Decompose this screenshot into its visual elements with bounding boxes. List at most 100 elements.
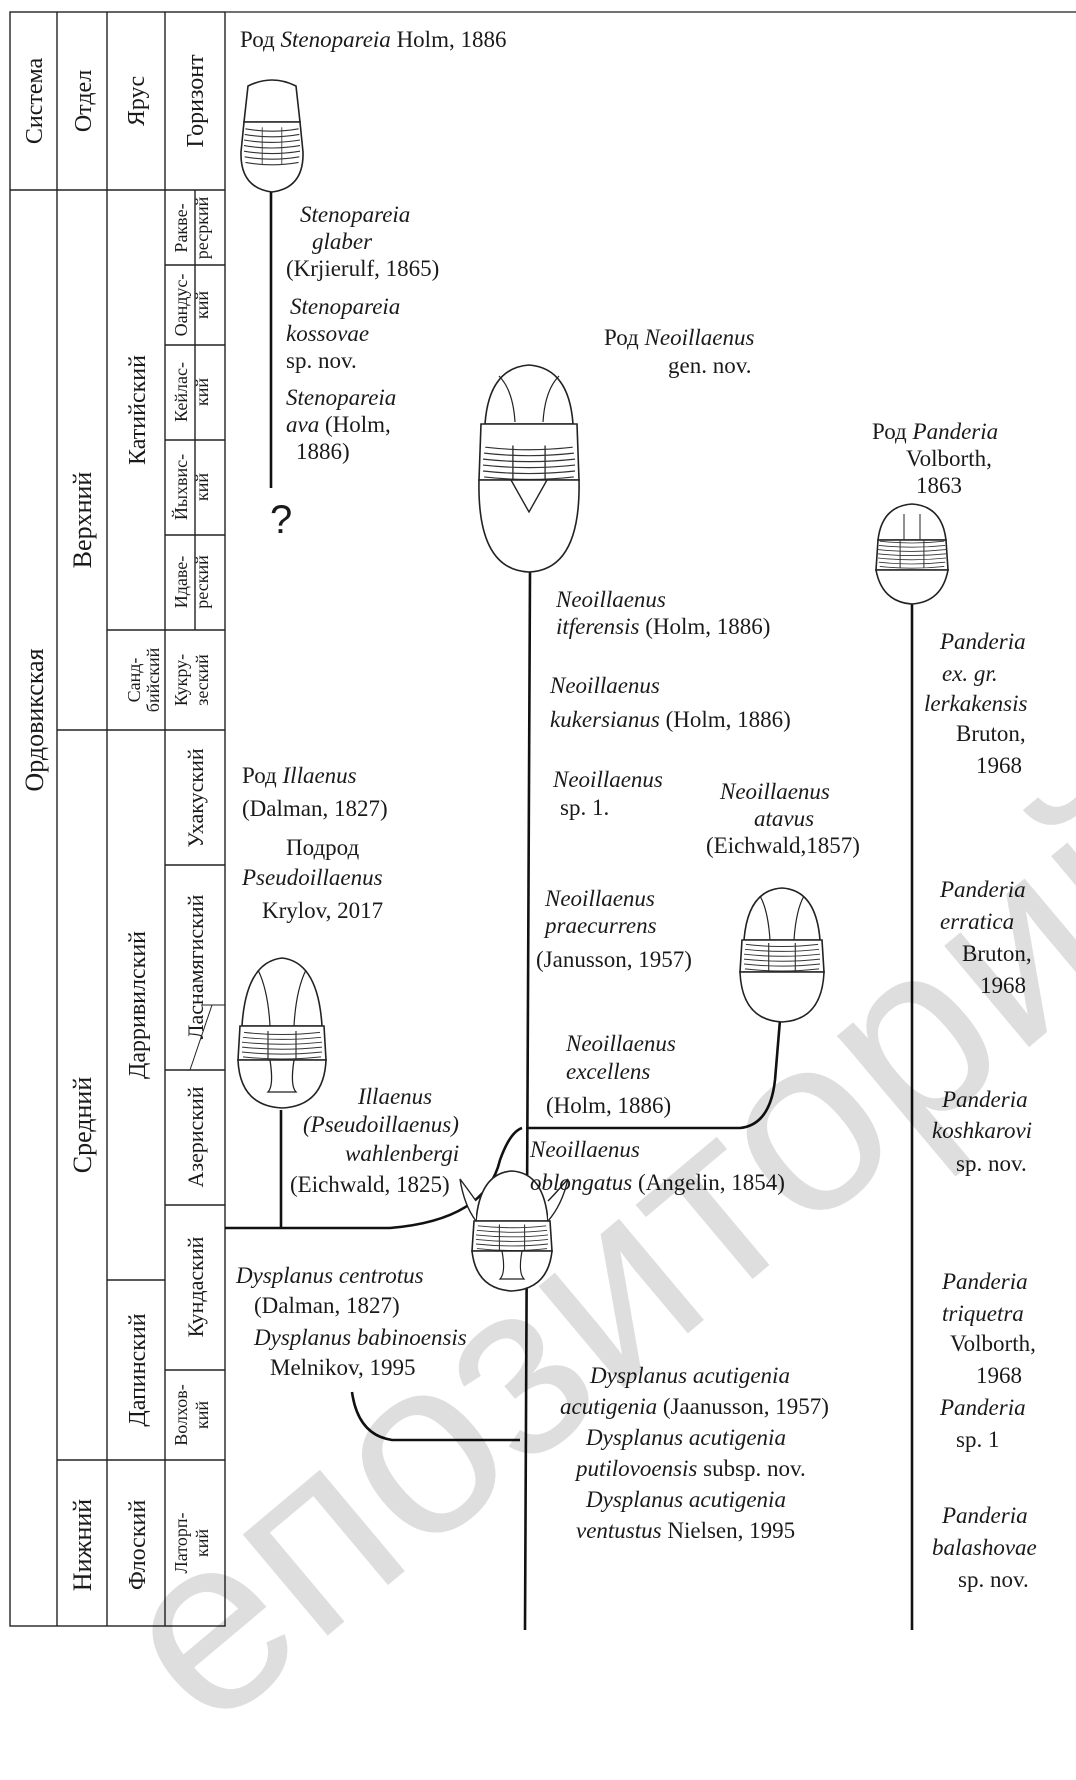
species-n-atavus-l2: atavus xyxy=(754,806,815,831)
species-p-koshkarovi-l2: koshkarovi xyxy=(932,1118,1033,1143)
species-s-kossovae-l1: Stenopareia xyxy=(290,294,401,319)
system-ordovician: Ордовикская xyxy=(20,648,49,791)
subgenus-pseudoillaenus-prefix: Подрод xyxy=(286,835,360,860)
phylogeny-branches xyxy=(225,182,914,1631)
species-n-oblongatus-l1: Neoillaenus xyxy=(530,1137,640,1162)
species-p-erratica-l2: erratica xyxy=(940,909,1015,934)
neoillaenus-atavus-trilobite-icon xyxy=(739,887,825,1023)
horizon-rakvere: Ракве-ресркий xyxy=(171,196,212,259)
illaenus-trilobite-icon xyxy=(237,957,327,1109)
species-d-putilovoensis-l2: putilovoensis subsp. nov. xyxy=(576,1456,806,1481)
genus-illaenus-author: (Dalman, 1827) xyxy=(242,796,388,821)
department-lower: Нижний xyxy=(68,1499,97,1591)
stage-katian: Катийский xyxy=(125,355,151,465)
species-n-itferensis-l2: itferensis (Holm, 1886) xyxy=(556,614,771,639)
subgenus-pseudoillaenus-author: Krylov, 2017 xyxy=(262,898,384,923)
stenopareia-trilobite-icon xyxy=(240,79,304,193)
species-d-ventustus-l2: ventustus Nielsen, 1995 xyxy=(576,1518,796,1543)
species-s-kossovae-l3: sp. nov. xyxy=(286,348,357,373)
species-d-babinoensis-l1: Dysplanus babinoensis xyxy=(254,1325,467,1350)
species-n-excellens-l2: excellens xyxy=(566,1059,651,1084)
species-p-lerkakensis-l1: Panderia xyxy=(940,629,1026,654)
species-n-excellens-l3: (Holm, 1886) xyxy=(546,1093,672,1118)
species-d-putilovoensis-l1: Dysplanus acutigenia xyxy=(586,1425,786,1450)
genus-stenopareia-title: Род Stenopareia Holm, 1886 xyxy=(240,27,507,52)
stage-floian: Флоский xyxy=(125,1500,151,1590)
species-n-praecurrens-l2: praecurrens xyxy=(545,913,657,938)
species-p-triquetra-l4: 1968 xyxy=(976,1363,1022,1388)
species-d-ventustus-l1: Dysplanus acutigenia xyxy=(586,1487,786,1512)
species-n-praecurrens-l3: (Janusson, 1957) xyxy=(536,947,692,972)
horizon-latorp: Латорп-кий xyxy=(171,1513,212,1574)
species-s-glaber-l3: (Krjierulf, 1865) xyxy=(286,256,440,281)
species-d-acutigenia-l2: acutigenia (Jaanusson, 1957) xyxy=(560,1394,829,1419)
species-i-wahlenbergi-l3: wahlenbergi xyxy=(345,1141,460,1166)
genus-panderia-author2: 1863 xyxy=(916,473,962,498)
species-s-ava-l2: ava (Holm, xyxy=(286,412,391,437)
dysplanus-trilobite-icon xyxy=(459,1170,569,1292)
species-n-kukersianus-l1: Neoillaenus xyxy=(550,673,660,698)
species-n-atavus-l3: (Eichwald,1857) xyxy=(706,833,860,858)
header-system: Система xyxy=(22,57,48,144)
species-n-sp1-l1: Neoillaenus xyxy=(553,767,663,792)
species-p-erratica-l1: Panderia xyxy=(940,877,1026,902)
species-p-koshkarovi-l3: sp. nov. xyxy=(956,1151,1027,1176)
horizon-idavere: Идаве-реский xyxy=(171,555,212,609)
species-p-balashovae-l3: sp. nov. xyxy=(958,1567,1029,1592)
species-d-babinoensis-l2: Melnikov, 1995 xyxy=(270,1355,416,1380)
species-p-triquetra-l3: Volborth, xyxy=(950,1331,1036,1356)
species-n-itferensis-l1: Neoillaenus xyxy=(556,587,666,612)
horizon-lasnamagi: Ласнамягиский xyxy=(183,894,208,1039)
species-n-oblongatus-l2: oblongatus (Angelin, 1854) xyxy=(530,1170,785,1195)
stratigraphic-table xyxy=(9,11,226,1627)
genus-neoillaenus-author: gen. nov. xyxy=(668,353,752,378)
genus-panderia-title: Род Panderia xyxy=(872,419,999,444)
department-middle: Средний xyxy=(68,1077,97,1174)
species-n-sp1-l2: sp. 1. xyxy=(560,795,610,820)
genus-neoillaenus-title: Род Neoillaenus xyxy=(604,325,755,350)
species-s-ava-l3: 1886) xyxy=(296,439,350,464)
horizon-uhaku: Ухакуский xyxy=(183,748,208,847)
species-p-triquetra-l2: triquetra xyxy=(942,1301,1024,1326)
question-mark: ? xyxy=(270,498,293,542)
header-stage: Ярус xyxy=(124,76,150,126)
species-p-triquetra-l1: Panderia xyxy=(942,1269,1028,1294)
species-i-wahlenbergi-l2: (Pseudoillaenus) xyxy=(303,1112,459,1137)
subgenus-pseudoillaenus-name: Pseudoillaenus xyxy=(242,865,383,890)
horizon-aseri: Азериский xyxy=(183,1086,208,1187)
header-department: Отдел xyxy=(71,70,97,132)
species-p-sp1-l1: Panderia xyxy=(940,1395,1026,1420)
species-d-acutigenia-l1: Dysplanus acutigenia xyxy=(590,1363,790,1388)
species-p-balashovae-l2: balashovae xyxy=(932,1535,1037,1560)
species-p-koshkarovi-l1: Panderia xyxy=(942,1087,1028,1112)
phylogeny-diagram: Система Отдел Ярус Горизонт Ордовикская … xyxy=(9,11,1076,1631)
horizon-kunda: Кундаский xyxy=(183,1236,208,1337)
species-s-glaber-l1: Stenopareia xyxy=(300,202,411,227)
horizon-volkhov: Волхов-кий xyxy=(171,1384,212,1446)
neoillaenus-trilobite-icon xyxy=(478,364,580,573)
species-p-erratica-l3: Bruton, xyxy=(962,941,1032,966)
horizon-johvi: Йыхвис-кий xyxy=(171,454,212,520)
species-n-kukersianus-l2: kukersianus (Holm, 1886) xyxy=(550,707,791,732)
species-d-centrotus-l1: Dysplanus centrotus xyxy=(236,1263,424,1288)
stage-darriwilian: Дарривилский xyxy=(125,931,151,1079)
species-p-lerkakensis-l4: Bruton, xyxy=(956,721,1026,746)
department-upper: Верхний xyxy=(68,472,97,569)
species-s-ava-l1: Stenopareia xyxy=(286,385,397,410)
panderia-trilobite-icon xyxy=(875,503,949,605)
stage-dapingian: Дапинский xyxy=(125,1313,151,1426)
header-horizon: Горизонт xyxy=(183,54,209,148)
species-n-excellens-l1: Neoillaenus xyxy=(566,1031,676,1056)
horizon-oandu: Оандус-кий xyxy=(171,274,212,337)
stage-sandbian: Санд-бийский xyxy=(124,647,163,712)
species-p-sp1-l2: sp. 1 xyxy=(956,1427,1000,1452)
species-p-erratica-l4: 1968 xyxy=(980,973,1026,998)
horizon-keila: Кейлас-кий xyxy=(171,362,212,422)
species-p-balashovae-l1: Panderia xyxy=(942,1503,1028,1528)
species-s-kossovae-l2: kossovae xyxy=(286,321,370,346)
genus-illaenus-title: Род Illaenus xyxy=(242,763,357,788)
species-s-glaber-l2: glaber xyxy=(312,229,373,254)
genus-panderia-author1: Volborth, xyxy=(906,446,992,471)
species-p-lerkakensis-l2: ex. gr. xyxy=(942,661,998,686)
species-i-wahlenbergi-l1: Illaenus xyxy=(358,1084,433,1109)
